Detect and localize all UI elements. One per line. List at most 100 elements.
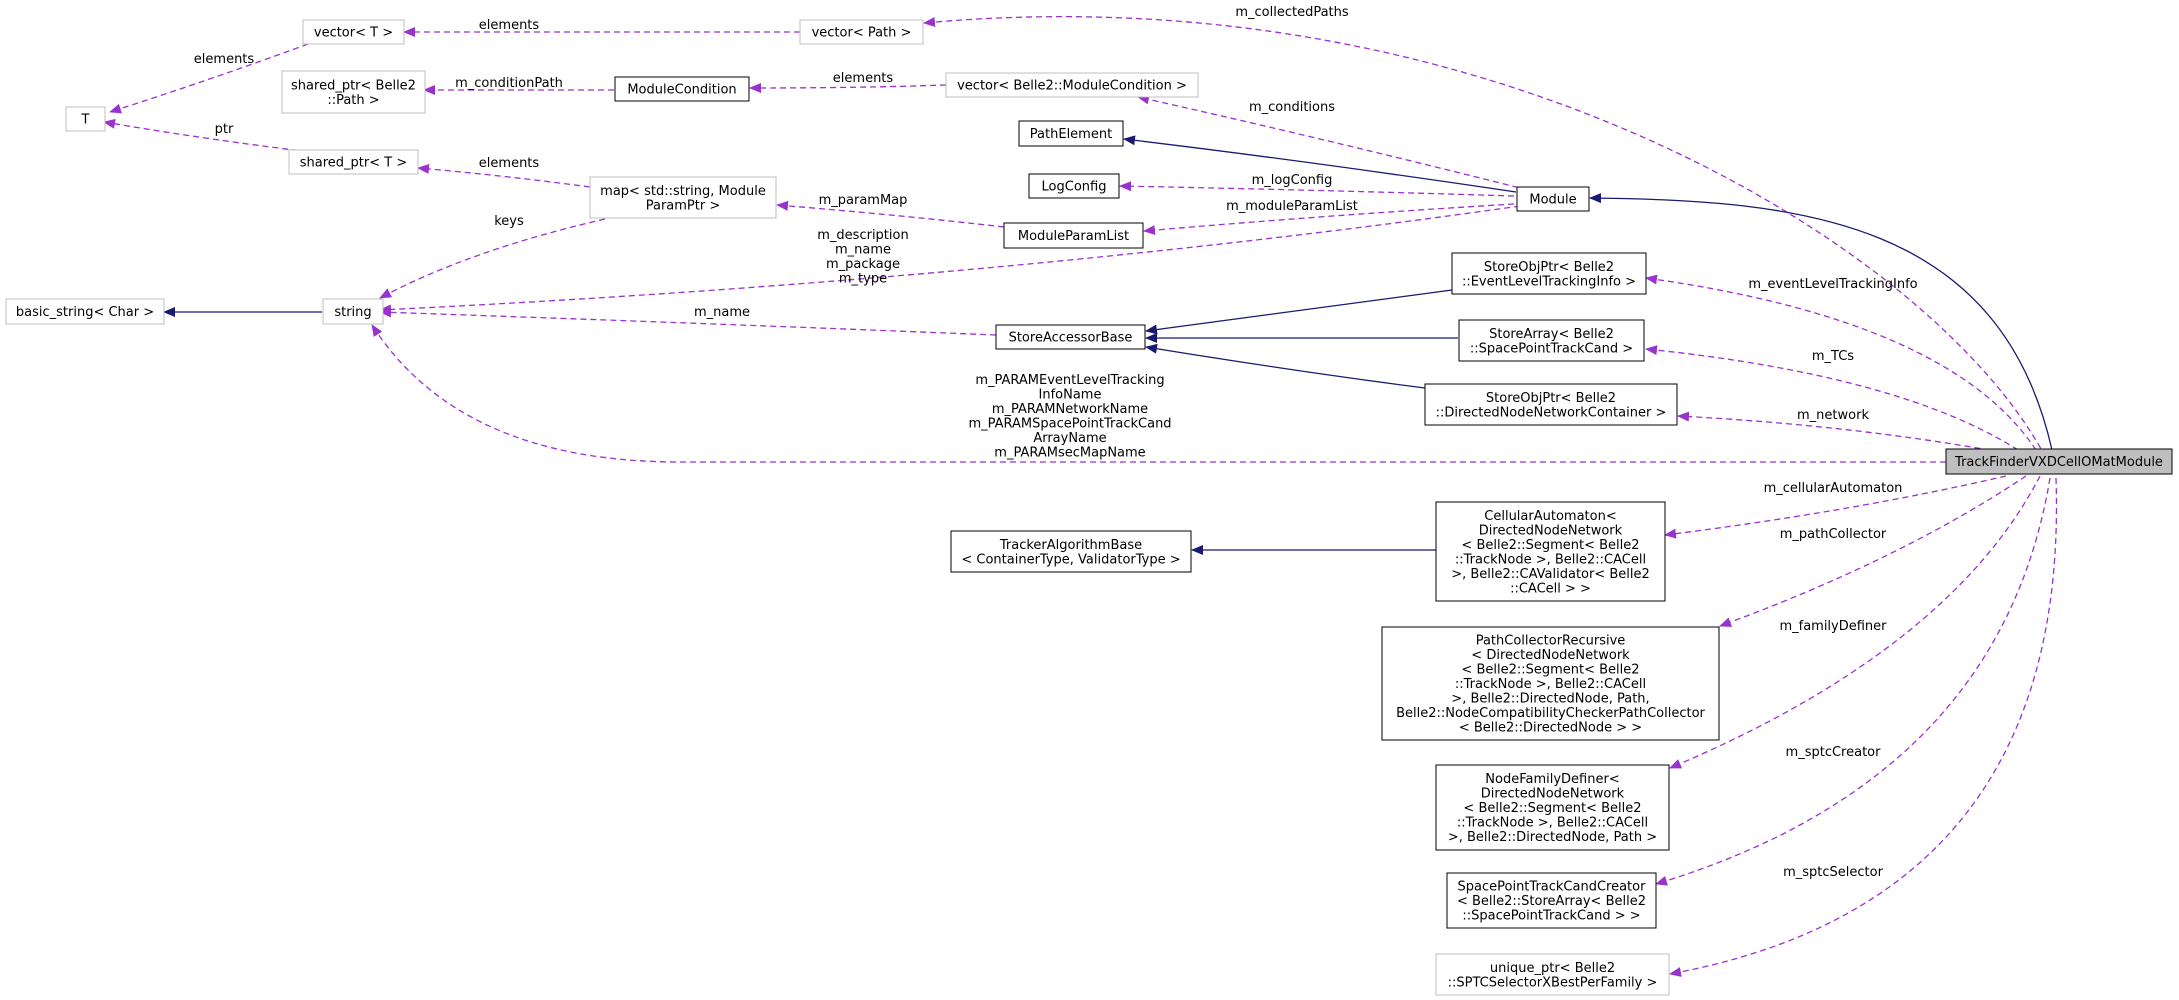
edge-label-line: m_package [826, 257, 900, 272]
node-label-line: DirectedNodeNetwork [1479, 523, 1623, 538]
edge-labels: elements elements m_collectedPaths m_con… [194, 5, 1918, 880]
node-label-line: ParamPtr > [646, 198, 721, 213]
node-label-line: LogConfig [1042, 180, 1107, 195]
node-label-line: PathCollectorRecursive [1476, 634, 1626, 649]
label-family-definer: m_familyDefiner [1779, 619, 1887, 634]
node-shared-ptr-belle2-path[interactable]: shared_ptr< Belle2::Path > [281, 70, 426, 114]
node-store-array-space-point-track-cand[interactable]: StoreArray< Belle2::SpacePointTrackCand … [1458, 319, 1645, 362]
node-label-line: >, Belle2::DirectedNode, Path > [1448, 830, 1657, 845]
edge-shared-ptr-t-to-t [103, 118, 319, 154]
node-store-obj-ptr-directed-node-network-container[interactable]: StoreObjPtr< Belle2::DirectedNodeNetwork… [1424, 383, 1678, 426]
node-label-line: ::TrackNode >, Belle2::CACell [1457, 816, 1648, 831]
label-event-level-tracking-info: m_eventLevelTrackingInfo [1748, 277, 1917, 292]
node-module-param-list[interactable]: ModuleParamList [1003, 222, 1144, 249]
label-param-map: m_paramMap [819, 193, 908, 208]
edge-module-to-path-element [1123, 135, 1517, 193]
edge-label-line: elements [479, 18, 540, 33]
node-label-line: ::EventLevelTrackingInfo > [1462, 274, 1636, 289]
label-log-config: m_logConfig [1252, 173, 1333, 188]
edge-track-finder-to-unique-ptr-selector [1669, 477, 2058, 977]
edge-vector-t-to-t [109, 43, 309, 114]
node-path-element[interactable]: PathElement [1018, 120, 1124, 147]
node-label-line: CellularAutomaton< [1484, 509, 1616, 524]
node-store-accessor-base[interactable]: StoreAccessorBase [995, 324, 1146, 350]
node-label-line: < Belle2::Segment< Belle2 [1463, 801, 1641, 816]
node-label-line: Module [1529, 193, 1576, 208]
node-log-config[interactable]: LogConfig [1028, 173, 1120, 199]
label-network: m_network [1797, 408, 1869, 423]
node-node-family-definer[interactable]: NodeFamilyDefiner< DirectedNodeNetwork< … [1435, 764, 1670, 851]
edge-label-line: elements [833, 71, 894, 86]
node-label-line: < Belle2::DirectedNode > > [1459, 721, 1642, 736]
edge-label-line: m_sptcSelector [1783, 865, 1883, 880]
node-label-line: ::DirectedNodeNetworkContainer > [1436, 405, 1667, 420]
edge-label-line: m_PARAMsecMapName [994, 446, 1145, 461]
edge-track-finder-to-sptc-creator [1655, 477, 2051, 886]
edge-label-line: keys [494, 214, 524, 229]
node-cellular-automaton[interactable]: CellularAutomaton< DirectedNodeNetwork< … [1435, 501, 1666, 602]
edge-label-line: m_TCs [1812, 349, 1854, 364]
edge-label-line: elements [479, 156, 540, 171]
label-collected-paths: m_collectedPaths [1235, 5, 1349, 20]
node-label-line: vector< Path > [812, 26, 912, 41]
edge-track-finder-to-store-obj-event [1645, 274, 2037, 451]
edge-track-finder-to-cellular-automaton [1664, 475, 2007, 539]
node-label-line: ::SpacePointTrackCand > > [1462, 909, 1640, 924]
node-vector-t[interactable]: vector< T > [302, 19, 405, 45]
edge-module-to-vector-module-condition [1137, 94, 1529, 191]
node-label-line: DirectedNodeNetwork [1481, 787, 1625, 802]
node-track-finder-vxd-cell-o-mat-module[interactable]: TrackFinderVXDCellOMatModule [1945, 448, 2173, 475]
node-space-point-track-cand-creator[interactable]: SpacePointTrackCandCreator< Belle2::Stor… [1446, 872, 1657, 929]
node-label-line: < Belle2::Segment< Belle2 [1461, 538, 1639, 553]
edge-track-finder-to-node-family-definer [1669, 475, 2041, 769]
node-tracker-algorithm-base[interactable]: TrackerAlgorithmBase< ContainerType, Val… [950, 530, 1192, 573]
edge-label-line: m_logConfig [1252, 173, 1333, 188]
edge-map-to-shared-ptr-t [417, 163, 591, 188]
edge-track-finder-to-vector-path [923, 15, 2051, 467]
edge-track-finder-to-store-obj-network [1677, 411, 2001, 453]
edge-track-finder-to-string [371, 324, 1946, 463]
node-label-line: >, Belle2::DirectedNode, Path, [1451, 692, 1649, 707]
node-label-line: vector< Belle2::ModuleCondition > [957, 79, 1187, 94]
node-label-line: >, Belle2::CAValidator< Belle2 [1451, 567, 1650, 582]
node-label-line: StoreArray< Belle2 [1489, 327, 1614, 342]
edge-label-line: m_cellularAutomaton [1764, 481, 1903, 496]
node-module[interactable]: Module [1516, 186, 1590, 212]
node-vector-module-condition[interactable]: vector< Belle2::ModuleCondition > [945, 72, 1199, 98]
node-label-line: StoreObjPtr< Belle2 [1486, 391, 1616, 406]
edge-label-line: m_name [835, 243, 891, 258]
node-module-condition[interactable]: ModuleCondition [614, 76, 750, 102]
node-shared-ptr-t[interactable]: shared_ptr< T > [288, 149, 419, 175]
node-t[interactable]: T [65, 106, 106, 132]
label-ptr: ptr [215, 122, 234, 137]
node-label-line: ::SpacePointTrackCand > [1470, 341, 1633, 356]
label-path-collector: m_pathCollector [1780, 527, 1887, 542]
edge-label-line: m_type [839, 272, 887, 287]
edge-store-obj-network-to-store-accessor-base [1145, 343, 1426, 389]
node-unique-ptr-sptc-selector[interactable]: unique_ptr< Belle2::SPTCSelectorXBestPer… [1435, 953, 1670, 996]
edge-label-line: m_PARAMSpacePointTrackCand [968, 417, 1171, 432]
node-label-line: unique_ptr< Belle2 [1490, 961, 1615, 976]
edge-module-param-list-to-map [776, 200, 1005, 228]
node-label-line: ModuleCondition [627, 83, 736, 98]
edge-label-line: m_conditionPath [455, 76, 563, 91]
edge-label-line: elements [194, 52, 255, 67]
node-label-line: T [81, 113, 90, 128]
node-store-obj-ptr-event-level-tracking-info[interactable]: StoreObjPtr< Belle2::EventLevelTrackingI… [1451, 252, 1647, 295]
node-label-line: < Belle2::StoreArray< Belle2 [1457, 894, 1646, 909]
label-elements-vector: elements [479, 18, 540, 33]
node-path-collector-recursive[interactable]: PathCollectorRecursive< DirectedNodeNetw… [1381, 626, 1720, 741]
node-vector-path[interactable]: vector< Path > [799, 19, 924, 45]
node-label-line: ::Path > [327, 93, 379, 108]
edge-label-line: m_moduleParamList [1226, 199, 1358, 214]
node-basic-string-char[interactable]: basic_string< Char > [5, 298, 165, 325]
node-label-line: SpacePointTrackCandCreator [1458, 880, 1647, 895]
node-string[interactable]: string [322, 298, 384, 325]
label-tcs: m_TCs [1812, 349, 1854, 364]
edge-label-line: m_collectedPaths [1235, 5, 1349, 20]
node-label-line: < ContainerType, ValidatorType > [961, 552, 1180, 567]
edge-label-line: m_pathCollector [1780, 527, 1887, 542]
